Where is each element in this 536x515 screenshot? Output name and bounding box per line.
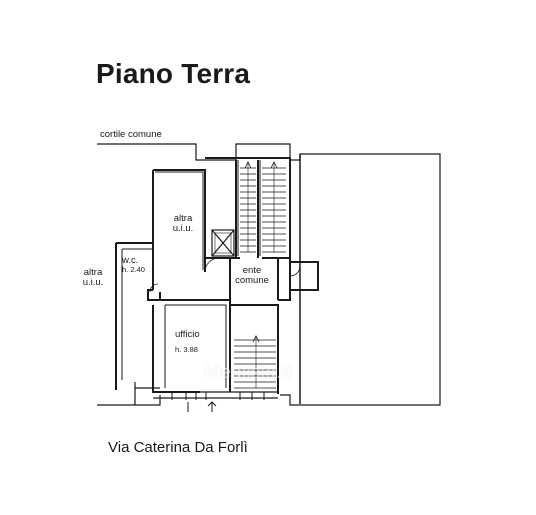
room-wc-height: h. 2.40 <box>122 264 145 274</box>
plinth <box>153 391 278 399</box>
room-ufficio-height: h. 3.88 <box>175 344 198 354</box>
room-altra-top-line2: u.i.u. <box>172 222 194 234</box>
room-altra-top: altra u.i.u. <box>157 214 209 233</box>
courtyard-label: cortile comune <box>100 129 162 140</box>
room-ente-comune: ente comune <box>222 266 282 285</box>
room-altra-left: altra u.i.u. <box>72 268 114 287</box>
room-altra-top-line1: altra <box>173 213 193 224</box>
room-ente-line1: ente <box>242 265 262 276</box>
plan-title: Piano Terra <box>96 58 251 89</box>
street-label: Via Caterina Da Forlì <box>108 439 248 456</box>
lift-icon <box>211 229 235 257</box>
left-boundary <box>134 382 160 405</box>
room-altra-left-line2: u.i.u. <box>82 276 104 288</box>
upper-stairs-icon <box>240 161 286 253</box>
room-wc: w.c. h. 2.40 <box>122 256 156 273</box>
facade-openings <box>171 392 265 412</box>
room-ente-line2: comune <box>235 274 269 286</box>
watermark: Idealista.it <box>205 362 293 382</box>
ente-walls <box>229 258 319 301</box>
courtyard-boundary <box>97 143 441 406</box>
core-walls <box>205 157 291 290</box>
door-swings <box>149 257 301 293</box>
room-wc-name: w.c. <box>122 255 139 266</box>
room-altra-left-line1: altra <box>83 267 103 278</box>
room-ufficio: ufficio h. 3.88 <box>175 330 200 353</box>
room-ufficio-name: ufficio <box>175 329 200 340</box>
altra-top-walls <box>152 169 206 290</box>
lower-stairs-icon <box>234 335 276 389</box>
street-boundary <box>97 395 161 406</box>
wc-walls <box>115 242 161 390</box>
